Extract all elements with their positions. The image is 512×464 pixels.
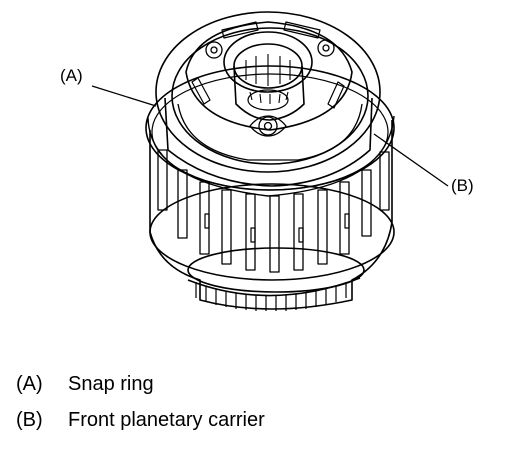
drum-holes [204,213,350,243]
snap-ring [145,65,395,197]
callout-label-a: (A) [60,66,83,85]
legend-item-a: (A) Snap ring [16,372,154,396]
carrier-pins [205,39,335,137]
legend-key: (A) [16,373,43,395]
leader-line-b [373,133,449,187]
spline-teeth [195,282,347,311]
center-hub [223,31,313,121]
legend-item-b: (B) Front planetary carrier [16,408,265,432]
leader-lines [91,85,449,187]
assembly-drawing [91,11,449,311]
callout-label-b: (B) [451,176,474,195]
drum-slots [157,149,390,273]
leader-line-a [91,85,157,107]
clutch-drum [149,120,395,311]
front-planetary-carrier [155,11,381,187]
legend-text: Front planetary carrier [68,409,265,431]
legend-key: (B) [16,409,43,431]
legend-text: Snap ring [68,373,154,395]
